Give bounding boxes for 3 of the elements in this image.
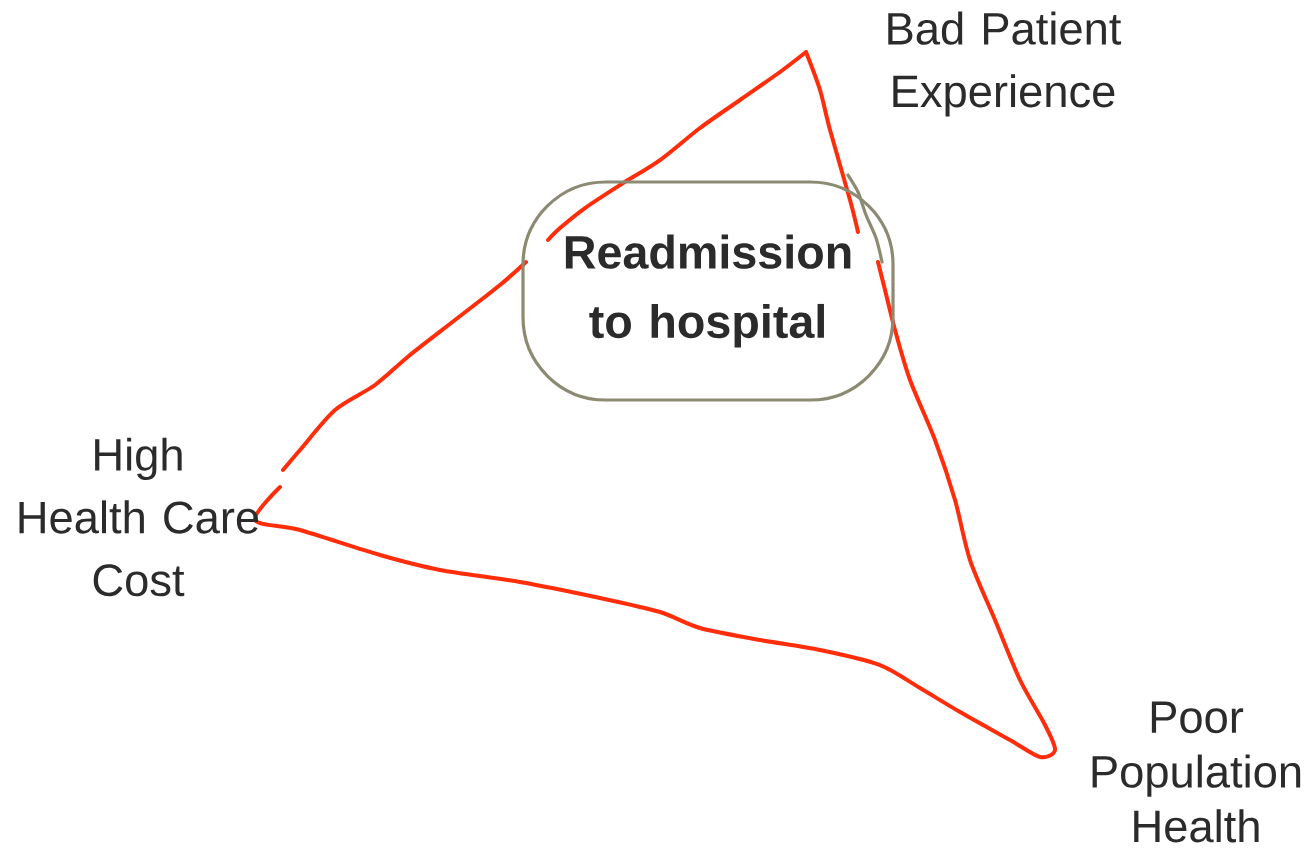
corner-label: High Health Care Cost <box>19 437 259 597</box>
corner-label: Poor Population Health <box>1092 701 1301 843</box>
corner-label: Bad Patient Experience <box>888 11 1122 117</box>
